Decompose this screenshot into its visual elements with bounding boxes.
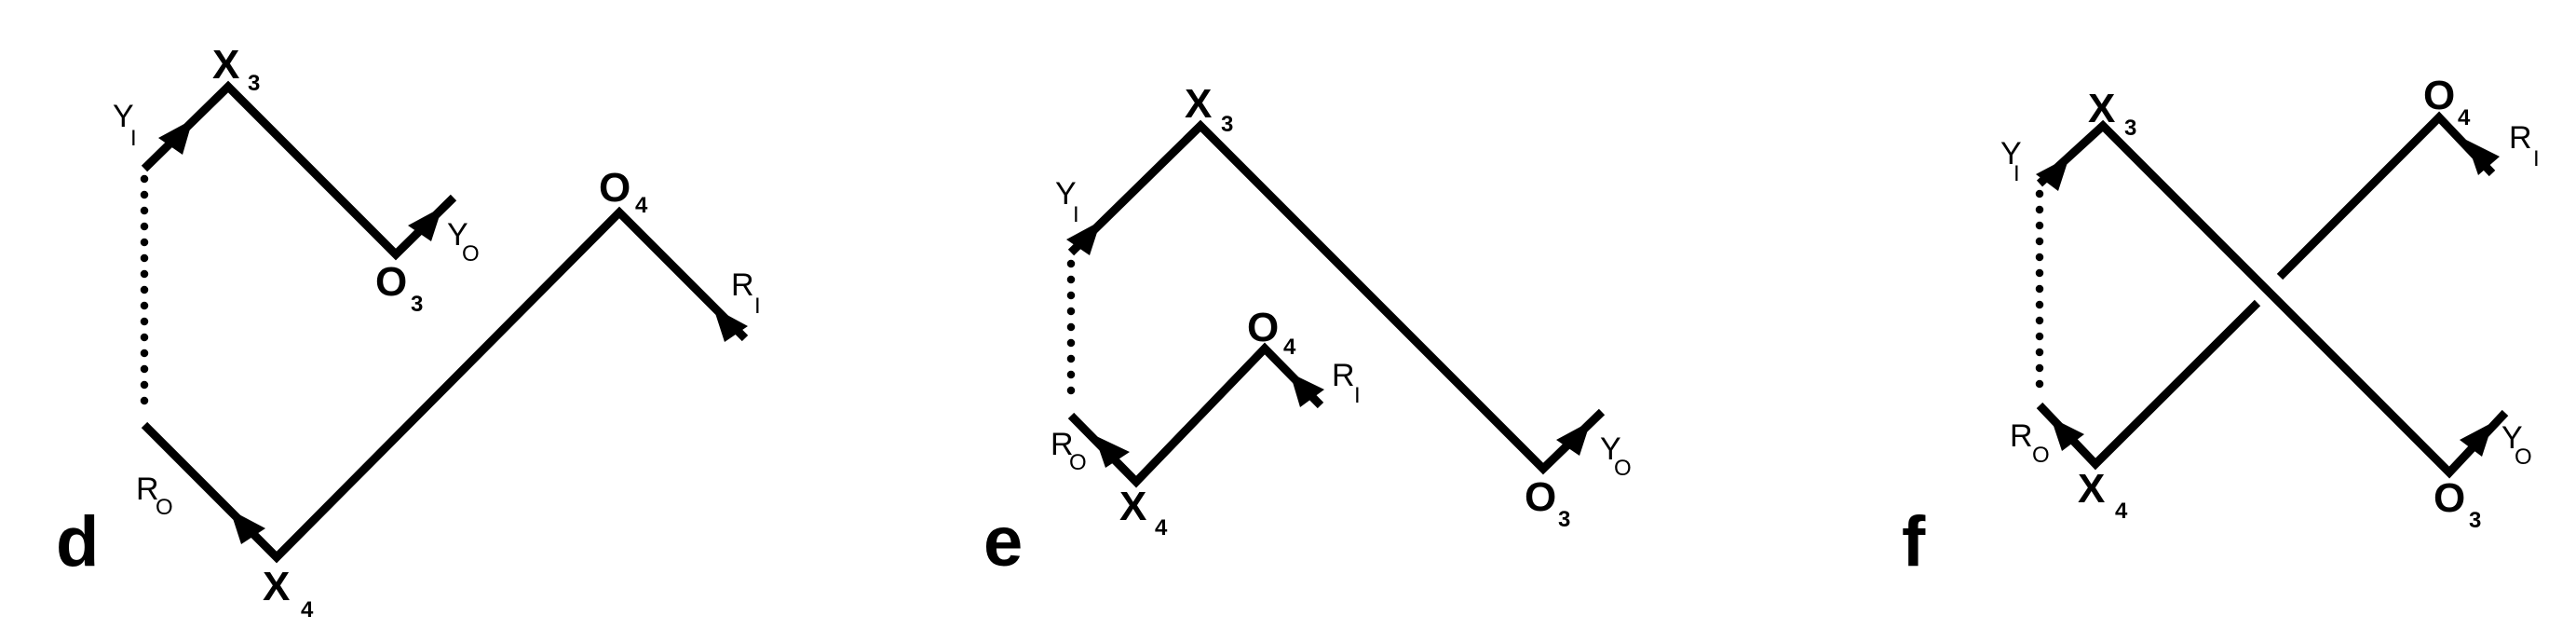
end-ro-label: R: [136, 472, 159, 507]
arrow-ro-icon: [1094, 435, 1130, 468]
strand-o4-ri-upper: [2276, 111, 2496, 280]
arrow-ri-icon: [1290, 373, 1324, 407]
node-o4-sub: 4: [1283, 335, 1296, 360]
node-x4-label: X: [263, 564, 290, 609]
node-x4-sub: 4: [301, 597, 314, 622]
panel-letter-d: d: [56, 502, 99, 581]
arrow-yi-icon: [2036, 157, 2069, 191]
node-x4-sub: 4: [2115, 499, 2128, 524]
end-yi-label: Y: [113, 99, 134, 134]
strand-yi-x3-o3-yo: [1067, 119, 1606, 475]
end-yo-sub: O: [462, 241, 480, 267]
node-o3-sub: 3: [2469, 508, 2481, 533]
node-x4-label: X: [2078, 466, 2105, 512]
end-ri-sub: I: [754, 294, 761, 319]
node-x3-sub: 3: [1221, 112, 1233, 137]
end-ri-label: R: [1332, 358, 1355, 393]
end-ro-label: R: [1051, 427, 1074, 462]
arrow-ri-icon: [2466, 140, 2500, 175]
end-ro-sub: O: [156, 495, 173, 520]
node-o3-label: O: [1525, 474, 1556, 520]
end-yi-sub: I: [1073, 202, 1079, 227]
panel-e: X 3 O 3 O 4 X 4 Y I Y O R I R O e: [983, 81, 1632, 581]
node-o3-sub: 3: [1558, 507, 1570, 532]
node-o4-label: O: [2423, 73, 2455, 118]
strand-ro-x4-o4-ri: [141, 206, 749, 564]
node-o4-label: O: [1247, 305, 1279, 350]
end-yo-label: Y: [1600, 431, 1621, 467]
end-ro-sub: O: [1069, 450, 1087, 475]
end-yi-label: Y: [1055, 176, 1077, 212]
end-ri-sub: I: [1354, 383, 1361, 408]
node-x3-sub: 3: [2124, 116, 2136, 141]
node-o4-sub: 4: [2458, 105, 2471, 130]
node-o4-label: O: [599, 165, 630, 211]
panel-letter-f: f: [1902, 502, 1926, 581]
end-ro-label: R: [2010, 418, 2033, 454]
node-o3-label: O: [375, 259, 407, 305]
node-o4-sub: 4: [635, 193, 648, 218]
arrow-ri-icon: [713, 308, 748, 342]
end-yo-sub: O: [2515, 445, 2532, 470]
end-yo-label: Y: [2501, 420, 2523, 456]
arrow-yi-icon: [1066, 221, 1101, 255]
node-x4-sub: 4: [1155, 515, 1168, 540]
end-ro-sub: O: [2032, 443, 2050, 468]
end-yo-label: Y: [447, 217, 468, 253]
end-yi-label: Y: [2000, 136, 2022, 171]
node-x4-label: X: [1119, 484, 1146, 529]
node-x3-sub: 3: [248, 71, 260, 96]
arrow-ro-icon: [2051, 417, 2084, 451]
end-ri-label: R: [731, 267, 754, 303]
arrow-ro-icon: [230, 510, 265, 544]
end-ri-label: R: [2509, 120, 2532, 156]
node-o3-label: O: [2434, 475, 2465, 521]
node-x3-label: X: [1185, 81, 1212, 127]
panel-d: X 3 O 3 O 4 X 4 Y I Y O R I R O d: [56, 42, 761, 622]
strand-yi-x3-o3-yo: [141, 80, 457, 261]
node-x3-label: X: [2088, 86, 2115, 131]
end-yi-sub: I: [2013, 161, 2020, 186]
arrow-yo-icon: [1556, 421, 1591, 456]
panel-letter-e: e: [983, 502, 1023, 581]
arrow-yo-icon: [2460, 422, 2493, 457]
arrow-yi-icon: [158, 119, 193, 155]
arrow-yo-icon: [408, 207, 442, 241]
end-yi-sub: I: [130, 126, 137, 151]
end-ri-sub: I: [2533, 146, 2540, 171]
node-o3-sub: 3: [411, 292, 423, 317]
panel-f: X 3 O 3 O 4 X 4 Y I Y O R I R O f: [1902, 73, 2540, 581]
strand-yi-x3-o3-yo: [2036, 119, 2509, 479]
node-x3-label: X: [212, 42, 239, 88]
end-yo-sub: O: [1614, 456, 1632, 481]
